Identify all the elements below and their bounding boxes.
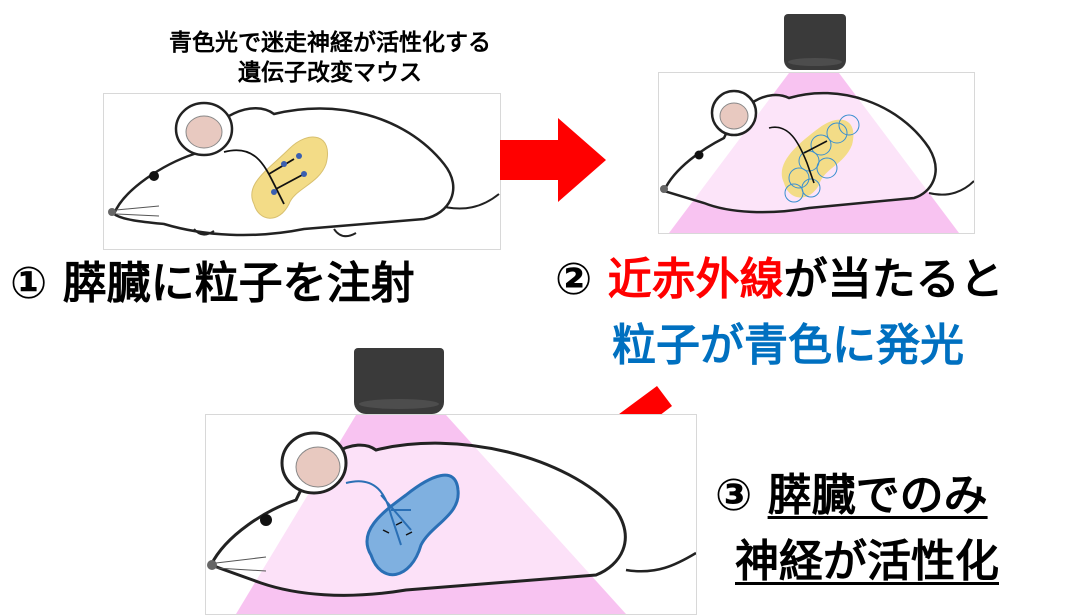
step3-number: ③ xyxy=(715,470,753,521)
mouse-label: 青色光で迷走神経が活性化する 遺伝子改変マウス xyxy=(100,28,560,88)
mouse-illustration-3 xyxy=(207,415,696,614)
light-source-icon-2 xyxy=(354,348,444,414)
arrow-right-icon xyxy=(500,118,606,202)
step2-caption: ② 近赤外線が当たると xyxy=(555,258,1004,302)
step2-text-red: 近赤外線 xyxy=(607,254,784,305)
panel-injection xyxy=(103,93,501,250)
step2-text-rest: が当たると xyxy=(783,254,1004,305)
light-source-icon xyxy=(784,14,846,70)
step1-text: 膵臓に粒子を注射 xyxy=(62,258,415,309)
step3-caption: ③ 膵臓でのみ xyxy=(715,474,988,518)
step1-caption: ① 膵臓に粒子を注射 xyxy=(10,262,415,306)
panel-activation xyxy=(205,414,697,615)
step3-line2: 神経が活性化 xyxy=(735,536,999,587)
panel-nir-illumination xyxy=(658,72,975,234)
step3-line1: 膵臓でのみ xyxy=(767,470,988,521)
mouse-illustration-2 xyxy=(660,73,974,233)
mouse-label-line2: 遺伝子改変マウス xyxy=(238,60,422,86)
step2-caption-line2: 粒子が青色に発光 xyxy=(612,320,964,371)
mouse-label-line1: 青色光で迷走神経が活性化する xyxy=(169,30,491,56)
mouse-illustration-1 xyxy=(108,101,500,238)
step1-number: ① xyxy=(10,258,48,309)
step2-number: ② xyxy=(555,254,593,305)
